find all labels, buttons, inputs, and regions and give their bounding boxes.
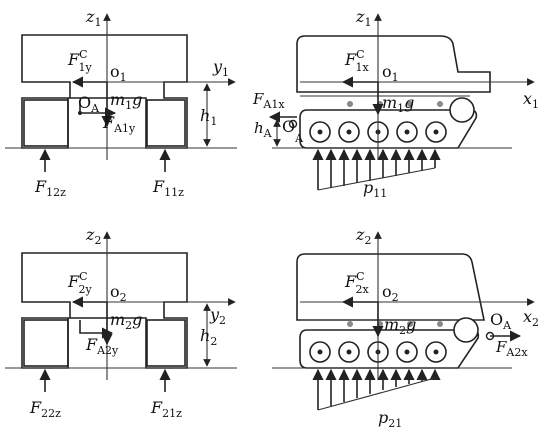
fa1x-label: FA1x: [252, 90, 285, 111]
oa-side-label: OA: [282, 117, 304, 145]
origin-o2-label: o2: [110, 282, 127, 304]
right-track-block: [146, 99, 186, 147]
fa2y-label: FA2y: [85, 335, 119, 357]
return-roller: [437, 321, 443, 327]
x2-label: x2: [523, 307, 539, 329]
pressure-envelope: [317, 377, 436, 411]
wheel-hub: [404, 349, 410, 355]
hitch-oa-1: [288, 119, 298, 129]
return-roller: [407, 101, 413, 107]
m2g-label: m2g: [110, 310, 142, 332]
m2g-side-label: m2g: [384, 315, 416, 337]
ha-label: hA: [254, 119, 273, 140]
wheel-hub: [433, 129, 439, 135]
origin-o1-label: o1: [110, 62, 127, 84]
return-roller: [437, 101, 443, 107]
origin-o2-side-label: o2: [382, 282, 399, 304]
ground-pressure-p21: [312, 368, 441, 411]
oa-2-label: OA: [490, 310, 512, 332]
drive-sprocket: [453, 317, 479, 343]
fa1y-label: FA1y: [102, 113, 136, 135]
m1g-side-label: m1g: [382, 93, 414, 115]
return-roller: [407, 321, 413, 327]
z1-label: z1: [85, 7, 101, 29]
left-track-block: [23, 99, 69, 147]
oa-1-label: OA: [78, 93, 100, 115]
p11-label: p11: [363, 178, 387, 200]
f11z-label: F11z: [152, 177, 184, 199]
wheel-hub: [433, 349, 439, 355]
y2-label: y2: [209, 305, 226, 327]
drive-sprocket: [449, 97, 475, 123]
road-wheels-2: [309, 317, 479, 363]
vehicle-1-hull: [296, 35, 491, 93]
vehicle-2-hull: [296, 253, 485, 321]
z1-side-label: z1: [355, 7, 371, 29]
return-roller: [347, 101, 353, 107]
vehicle-1-track-outline: [299, 109, 478, 149]
m1g-label: m1g: [110, 90, 142, 112]
wheel-hub: [317, 129, 323, 135]
left-track-block-2: [23, 319, 69, 367]
p21-label: p21: [378, 408, 402, 430]
z2-side-label: z2: [355, 225, 371, 247]
right-track-block-2: [146, 319, 186, 367]
x1-label: x1: [523, 89, 539, 111]
wheel-hub: [317, 349, 323, 355]
f22z-label: F22z: [29, 398, 61, 420]
return-roller: [347, 321, 353, 327]
point-oa-1: [78, 111, 82, 115]
ground-pressure-p11: [312, 148, 441, 191]
wheel-hub: [346, 129, 352, 135]
h2-label: h2: [200, 326, 217, 348]
wheel-hub: [346, 349, 352, 355]
y1-label: y1: [212, 57, 229, 79]
z2-label: z2: [85, 225, 101, 247]
f21z-label: F21z: [150, 398, 182, 420]
fa2x-label: FA2x: [495, 338, 528, 359]
fa2y-arrow: [79, 320, 114, 339]
f12z-label: F12z: [34, 177, 66, 199]
pressure-envelope: [317, 167, 436, 191]
origin-o1-side-label: o1: [382, 62, 399, 84]
h1-label: h1: [200, 106, 217, 128]
wheel-hub: [404, 129, 410, 135]
